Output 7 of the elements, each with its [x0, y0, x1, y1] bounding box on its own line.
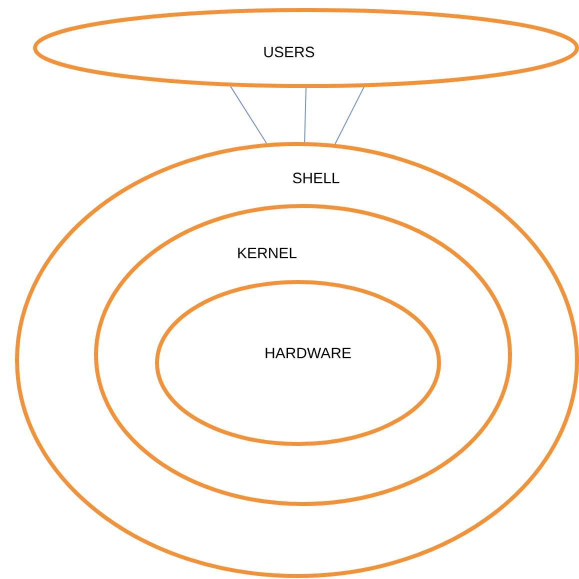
connector-line [304, 88, 306, 143]
connector-line [334, 86, 364, 144]
connector-line [230, 86, 268, 144]
node-label: USERS [264, 46, 314, 58]
node-label: SHELL [292, 172, 340, 184]
node-label: KERNEL [238, 248, 296, 258]
node-label: HARDWARE [266, 348, 351, 358]
